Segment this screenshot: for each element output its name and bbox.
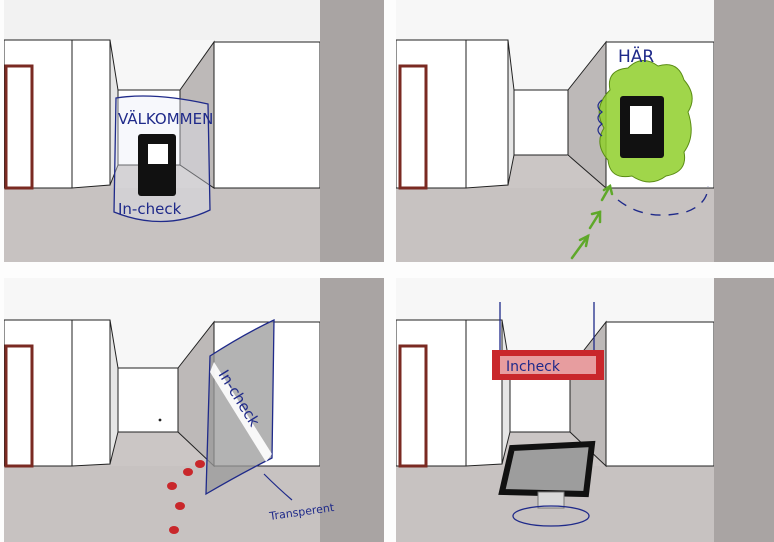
panel-3-transparent-banner: In-check Transperent: [4, 278, 384, 542]
panel-1-welcome-kiosk: VÄLKOMMEN In-check: [4, 0, 384, 262]
panel-4-hanging-sign: Incheck: [396, 278, 774, 542]
checkin-sign-text: In-check: [118, 200, 182, 218]
hanging-sign-text: Incheck: [506, 359, 561, 375]
here-sign-text: HÄR: [618, 46, 654, 67]
welcome-sign-text: VÄLKOMMEN: [118, 109, 213, 128]
panel-2-green-highlight: HÄR: [396, 0, 774, 262]
